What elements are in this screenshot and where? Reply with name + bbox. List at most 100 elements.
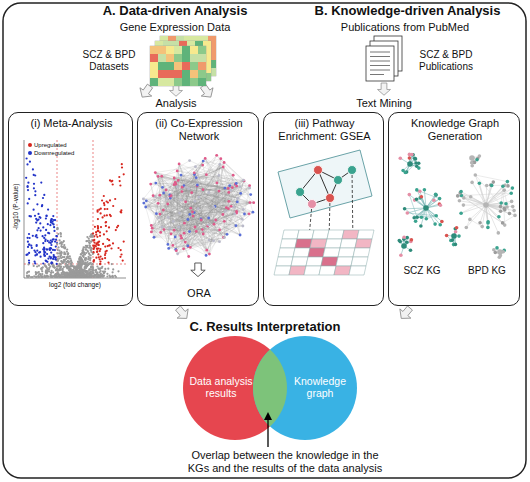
plot-dot [54, 219, 56, 221]
plot-dot [58, 263, 60, 265]
network-edge [155, 173, 243, 210]
plot-dot [121, 163, 123, 165]
plot-dot [114, 275, 116, 277]
plot-dot [51, 276, 53, 278]
plot-dot [52, 271, 54, 273]
plot-dot [42, 197, 44, 199]
plot-dot [106, 273, 108, 275]
document-line [370, 74, 384, 75]
network-node [229, 189, 232, 192]
network-edge [164, 193, 185, 223]
heatmap-cell [182, 78, 190, 86]
heatmap-cell [158, 54, 166, 62]
network-node [187, 188, 190, 191]
plot-dot [66, 272, 68, 274]
plot-dot [111, 263, 113, 265]
network-node [165, 189, 168, 192]
network-edge [184, 207, 215, 249]
plot-dot [50, 247, 52, 249]
plot-dot [97, 267, 99, 269]
plot-dot [42, 226, 44, 228]
plot-dot [96, 250, 98, 252]
plot-dot [114, 198, 116, 200]
plot-dot [106, 275, 108, 277]
plot-dot [58, 274, 60, 276]
plot-dot [100, 272, 102, 274]
plot-dot [50, 272, 52, 274]
plot-dot [60, 276, 62, 278]
plot-dot [55, 239, 57, 241]
plot-dot [123, 173, 125, 175]
plot-dot [35, 271, 37, 273]
network-node [212, 239, 215, 242]
plot-dot [34, 262, 36, 264]
plot-dot [47, 209, 49, 211]
plot-dot [115, 229, 117, 231]
plot-dot [65, 261, 67, 263]
network-node [160, 175, 163, 178]
plot-dot [60, 255, 62, 257]
plot-dot [118, 176, 120, 178]
plot-dot [45, 272, 47, 274]
plot-dot [97, 241, 99, 243]
plot-dot [78, 258, 80, 260]
plot-dot [97, 228, 99, 230]
document-line [370, 61, 390, 62]
heatmap-cell [198, 62, 206, 70]
plot-dot [85, 259, 87, 261]
plot-dot [27, 237, 29, 239]
network-node [219, 163, 222, 166]
plot-dot [67, 272, 69, 274]
network-node [223, 220, 226, 223]
heatmap-cell [166, 46, 174, 54]
plot-dot [107, 268, 109, 270]
plot-dot [100, 212, 102, 214]
plot-dot [98, 276, 100, 278]
plot-dot [85, 265, 87, 267]
plot-dot [108, 226, 110, 228]
network-node [187, 255, 190, 258]
plot-dot [82, 270, 84, 272]
network-node [159, 213, 162, 216]
plot-dot [33, 265, 35, 267]
heatmap-cell [174, 70, 182, 78]
network-edge [173, 193, 240, 221]
network-node [248, 184, 251, 187]
plot-dot [109, 276, 111, 278]
plot-dot [31, 247, 33, 249]
network-node [150, 231, 153, 234]
heatmap-cell [158, 78, 166, 86]
plot-dot [104, 246, 106, 248]
network-node [227, 207, 230, 210]
plot-dot [50, 252, 52, 254]
plot-dot [63, 256, 65, 258]
plot-dot [40, 268, 42, 270]
plot-dot [64, 253, 66, 255]
plot-dot [93, 275, 95, 277]
plot-dot [45, 269, 47, 271]
network-node [200, 219, 203, 222]
network-node [171, 244, 174, 247]
network-node [222, 213, 225, 216]
network-node [155, 212, 158, 215]
plot-dot [56, 263, 58, 265]
plot-dot [39, 217, 41, 219]
plot-dot [47, 232, 49, 234]
plot-dot [81, 270, 83, 272]
network-edge [181, 200, 214, 241]
plot-dot [102, 216, 104, 218]
plot-dot [91, 271, 93, 273]
network-edge [238, 181, 244, 199]
plot-dot [111, 180, 113, 182]
plot-dot [57, 269, 59, 271]
plot-dot [27, 246, 29, 248]
plot-dot [77, 261, 79, 263]
plot-dot [93, 269, 95, 271]
plot-dot [91, 263, 93, 265]
network-node [202, 233, 205, 236]
plot-dot [75, 268, 77, 270]
plot-dot [27, 185, 29, 187]
plot-dot [90, 249, 92, 251]
network-edge [155, 173, 230, 191]
coexpression-network [142, 154, 255, 258]
